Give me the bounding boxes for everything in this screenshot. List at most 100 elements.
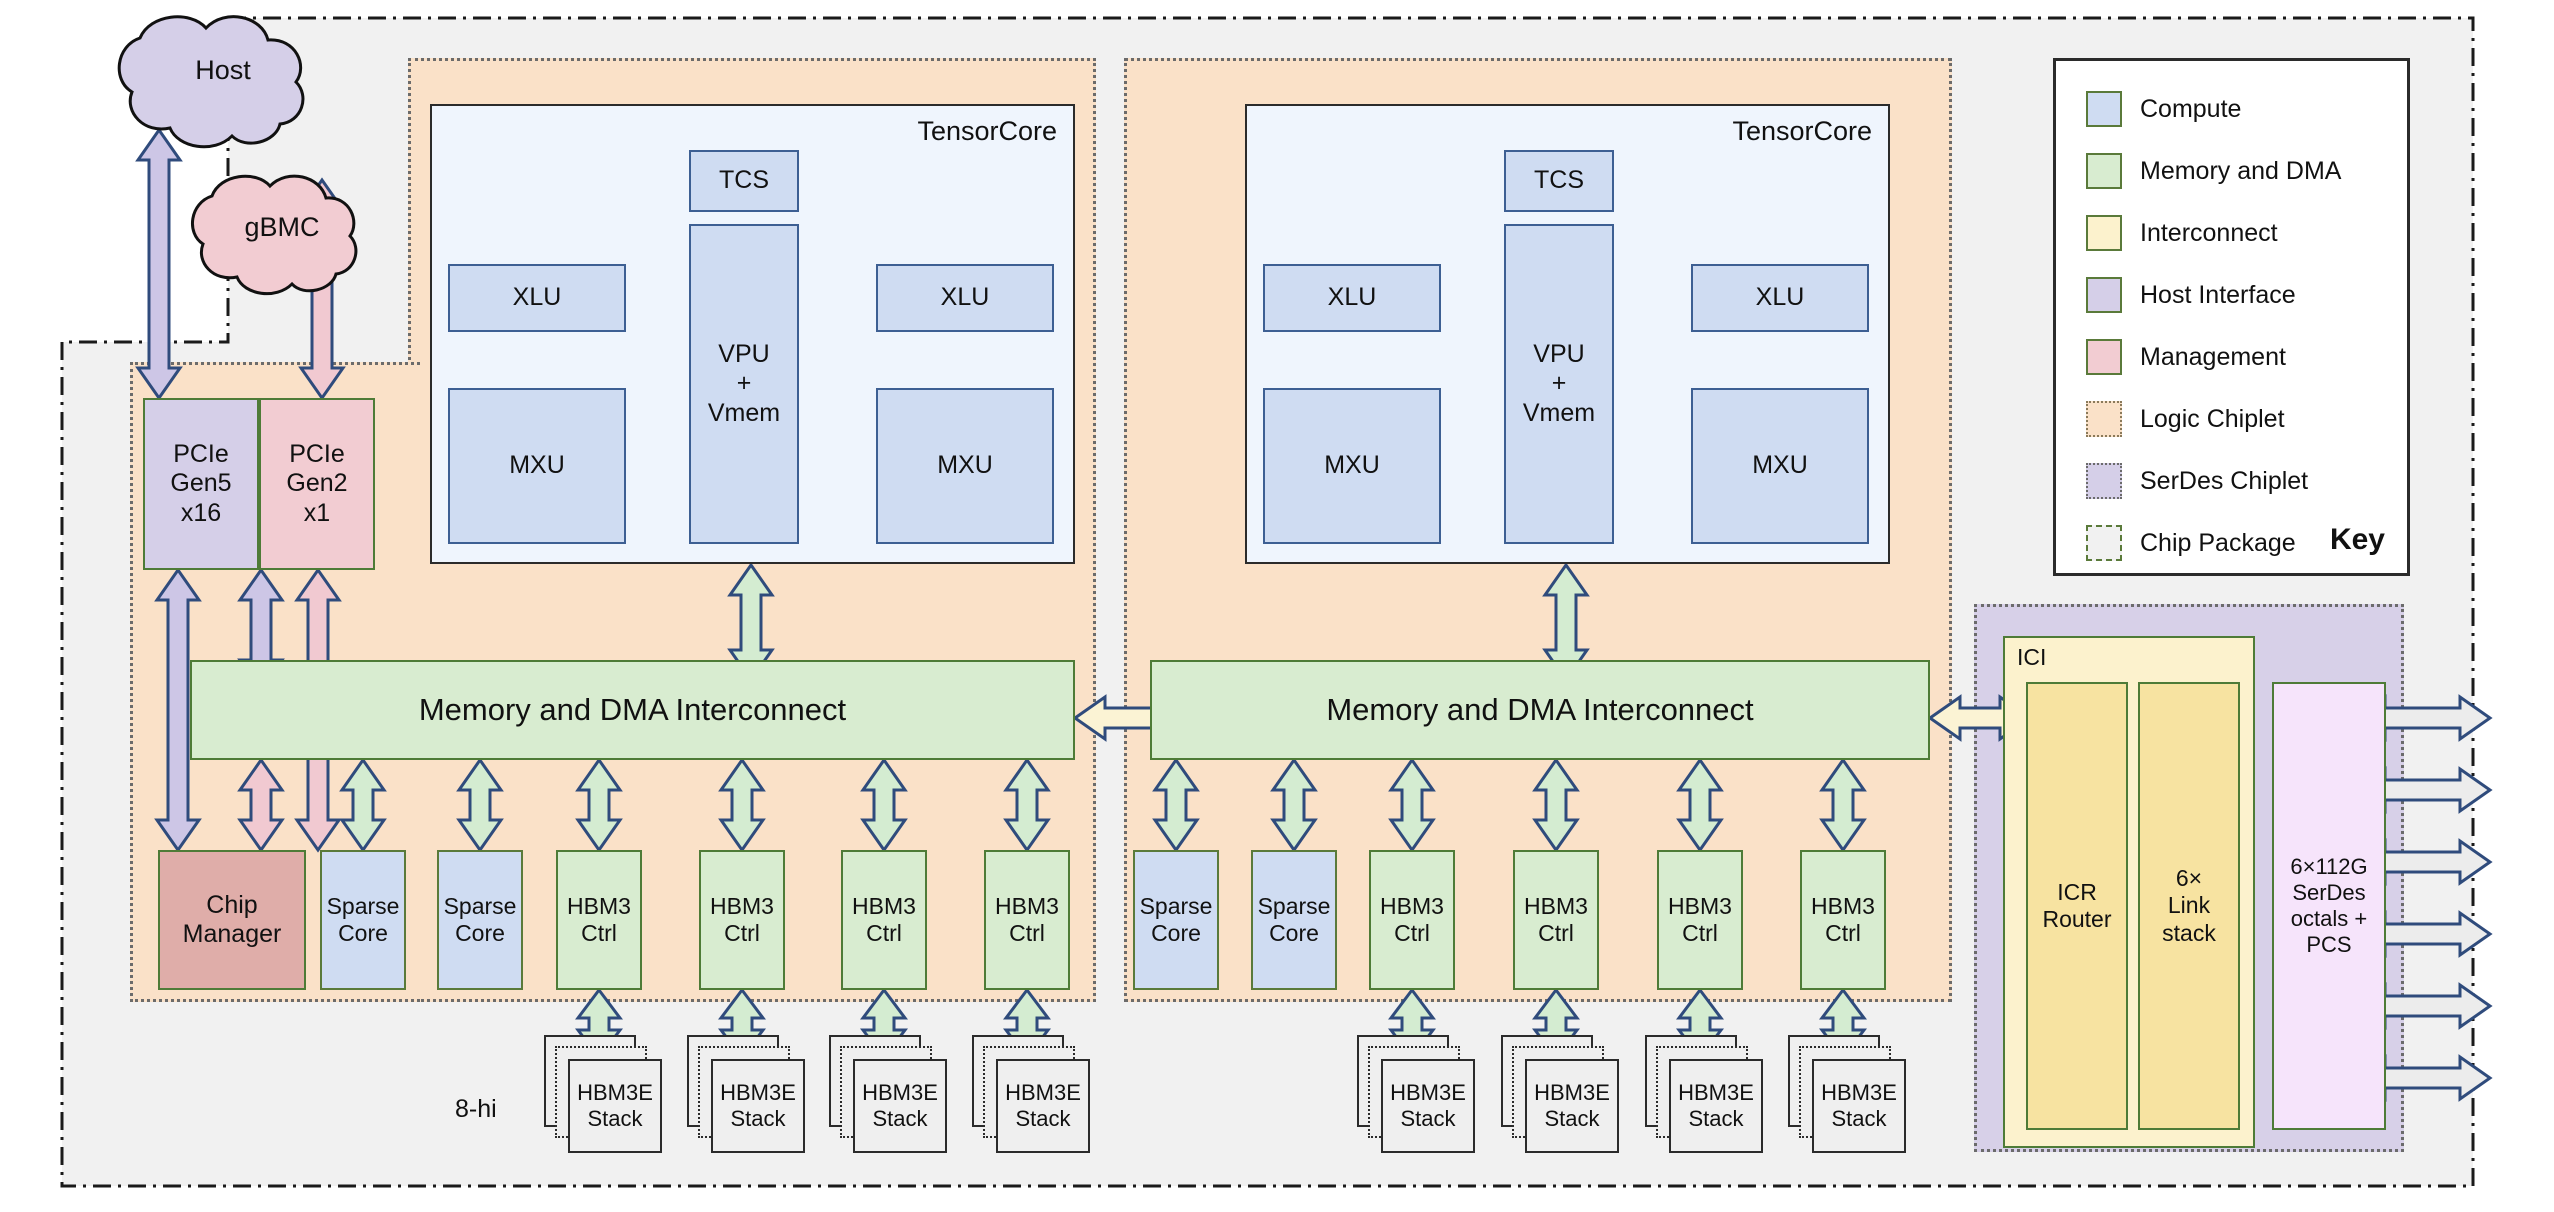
hbm3-ctrl-r3[interactable]: HBM3 Ctrl bbox=[1657, 850, 1743, 990]
hbm3-ctrl-l1[interactable]: HBM3 Ctrl bbox=[556, 850, 642, 990]
hbm3-ctrl-l3[interactable]: HBM3 Ctrl bbox=[841, 850, 927, 990]
block-line-0: HBM3 bbox=[1380, 892, 1444, 919]
hbm3e-stack-7[interactable]: HBM3E Stack bbox=[1645, 1035, 1775, 1165]
sparse-core-l2[interactable]: Sparse Core bbox=[437, 850, 523, 990]
block-line-1: Ctrl bbox=[581, 920, 617, 946]
block-line-0: Sparse bbox=[1139, 892, 1213, 919]
stack-layer-front: HBM3E Stack bbox=[1812, 1059, 1906, 1153]
key-label-serdes-chiplet: SerDes Chiplet bbox=[2140, 466, 2309, 495]
block-line-0: HBM3 bbox=[852, 892, 916, 919]
sparse-core-r1[interactable]: Sparse Core bbox=[1133, 850, 1219, 990]
key-label-compute: Compute bbox=[2140, 94, 2242, 123]
hbm3e-stack-5[interactable]: HBM3E Stack bbox=[1357, 1035, 1487, 1165]
hbm3-ctrl-r1[interactable]: HBM3 Ctrl bbox=[1369, 850, 1455, 990]
tensorcore-1-tcs[interactable]: TCS bbox=[689, 150, 799, 212]
hbm3e-stack-3[interactable]: HBM3E Stack bbox=[829, 1035, 959, 1165]
tensorcore-2-xlu-left[interactable]: XLU bbox=[1263, 264, 1441, 332]
vpu-line-0: VPU bbox=[718, 339, 770, 368]
pcie5-line-2: x16 bbox=[180, 498, 222, 527]
block-line-1: Ctrl bbox=[724, 920, 760, 946]
key-item-memory-dma: Memory and DMA bbox=[2086, 153, 2341, 189]
hbm3-ctrl-r2[interactable]: HBM3 Ctrl bbox=[1513, 850, 1599, 990]
stack-line-0: HBM3E bbox=[1821, 1080, 1897, 1106]
key-label-memory-dma: Memory and DMA bbox=[2140, 156, 2342, 185]
host-cloud-label: Host bbox=[195, 55, 251, 85]
serdes-octals-pcs-block[interactable]: 6×112G SerDes octals + PCS bbox=[2272, 682, 2386, 1130]
serdes-line-3: PCS bbox=[2306, 931, 2352, 957]
hbm3e-stack-1[interactable]: HBM3E Stack bbox=[544, 1035, 674, 1165]
tensorcore-2-vpu-vmem[interactable]: VPU + Vmem bbox=[1504, 224, 1614, 544]
link-line-1: Link bbox=[2167, 892, 2211, 919]
stack-line-1: Stack bbox=[1544, 1106, 1600, 1131]
stack-line-0: HBM3E bbox=[1005, 1080, 1081, 1106]
tensorcore-2-tcs[interactable]: TCS bbox=[1504, 150, 1614, 212]
block-line-1: Ctrl bbox=[1538, 920, 1574, 946]
host-cloud-shape bbox=[117, 15, 305, 149]
tensorcore-1-xlu-right[interactable]: XLU bbox=[876, 264, 1054, 332]
tensorcore-1-vpu-vmem[interactable]: VPU + Vmem bbox=[689, 224, 799, 544]
link-line-0: 6× bbox=[2175, 865, 2203, 892]
pcie5-line-0: PCIe bbox=[173, 439, 229, 468]
pcie2-line-0: PCIe bbox=[289, 439, 345, 468]
tensorcore-2-xlu-right[interactable]: XLU bbox=[1691, 264, 1869, 332]
stack-line-1: Stack bbox=[1688, 1106, 1744, 1131]
key-item-management: Management bbox=[2086, 339, 2286, 375]
key-label-interconnect: Interconnect bbox=[2140, 218, 2278, 247]
chip-manager-block[interactable]: Chip Manager bbox=[158, 850, 306, 990]
hbm3-ctrl-r4[interactable]: HBM3 Ctrl bbox=[1800, 850, 1886, 990]
stack-layer-front: HBM3E Stack bbox=[711, 1059, 805, 1153]
block-line-0: Sparse bbox=[443, 892, 517, 919]
key-item-logic-chiplet: Logic Chiplet bbox=[2086, 401, 2285, 437]
tensorcore-2-mxu-left[interactable]: MXU bbox=[1263, 388, 1441, 544]
key-label-chip-package: Chip Package bbox=[2140, 528, 2296, 557]
tensorcore-1-mxu-left[interactable]: MXU bbox=[448, 388, 626, 544]
block-line-0: HBM3 bbox=[995, 892, 1059, 919]
sparse-core-l1[interactable]: Sparse Core bbox=[320, 850, 406, 990]
vpu-line-2: Vmem bbox=[1522, 398, 1596, 427]
block-line-1: Ctrl bbox=[866, 920, 902, 946]
memory-dma-interconnect-right[interactable]: Memory and DMA Interconnect bbox=[1150, 660, 1930, 760]
block-line-0: HBM3 bbox=[1811, 892, 1875, 919]
sparse-core-r2[interactable]: Sparse Core bbox=[1251, 850, 1337, 990]
stack-layer-front: HBM3E Stack bbox=[853, 1059, 947, 1153]
serdes-line-1: SerDes bbox=[2292, 880, 2366, 906]
key-swatch-host-interface bbox=[2086, 277, 2122, 313]
block-line-0: HBM3 bbox=[1524, 892, 1588, 919]
stack-line-1: Stack bbox=[587, 1106, 643, 1131]
key-label-logic-chiplet: Logic Chiplet bbox=[2140, 404, 2285, 433]
hbm-height-label: 8-hi bbox=[455, 1095, 497, 1123]
vpu-line-0: VPU bbox=[1533, 339, 1585, 368]
hbm3e-stack-8[interactable]: HBM3E Stack bbox=[1788, 1035, 1918, 1165]
tensorcore-1-mxu-right[interactable]: MXU bbox=[876, 388, 1054, 544]
gbmc-cloud-shape bbox=[191, 174, 358, 296]
icr-router-block[interactable]: ICR Router bbox=[2026, 682, 2128, 1130]
pcie2-line-2: x1 bbox=[303, 498, 331, 527]
key-swatch-interconnect bbox=[2086, 215, 2122, 251]
link-stack-block[interactable]: 6× Link stack bbox=[2138, 682, 2240, 1130]
hbm3e-stack-6[interactable]: HBM3E Stack bbox=[1501, 1035, 1631, 1165]
stack-line-1: Stack bbox=[1015, 1106, 1071, 1131]
key-swatch-compute bbox=[2086, 91, 2122, 127]
tensorcore-1-xlu-left[interactable]: XLU bbox=[448, 264, 626, 332]
hbm3-ctrl-l2[interactable]: HBM3 Ctrl bbox=[699, 850, 785, 990]
key-title: Key bbox=[2329, 523, 2385, 556]
tensorcore-2-mxu-right[interactable]: MXU bbox=[1691, 388, 1869, 544]
block-line-0: Sparse bbox=[1257, 892, 1331, 919]
hbm3e-stack-4[interactable]: HBM3E Stack bbox=[972, 1035, 1102, 1165]
block-line-0: HBM3 bbox=[567, 892, 631, 919]
hbm3-ctrl-l4[interactable]: HBM3 Ctrl bbox=[984, 850, 1070, 990]
gbmc-cloud-label: gBMC bbox=[244, 212, 320, 242]
hbm3e-stack-2[interactable]: HBM3E Stack bbox=[687, 1035, 817, 1165]
pcie-gen5-x16-block[interactable]: PCIe Gen5 x16 bbox=[143, 398, 259, 570]
stack-line-1: Stack bbox=[1400, 1106, 1456, 1131]
stack-layer-front: HBM3E Stack bbox=[1381, 1059, 1475, 1153]
block-line-1: Ctrl bbox=[1825, 920, 1861, 946]
memory-dma-interconnect-left[interactable]: Memory and DMA Interconnect bbox=[190, 660, 1075, 760]
stack-layer-front: HBM3E Stack bbox=[1525, 1059, 1619, 1153]
stack-line-0: HBM3E bbox=[1390, 1080, 1466, 1106]
block-line-0: HBM3 bbox=[1668, 892, 1732, 919]
stack-layer-front: HBM3E Stack bbox=[996, 1059, 1090, 1153]
pcie-gen2-x1-block[interactable]: PCIe Gen2 x1 bbox=[259, 398, 375, 570]
pcie2-line-1: Gen2 bbox=[286, 469, 348, 498]
